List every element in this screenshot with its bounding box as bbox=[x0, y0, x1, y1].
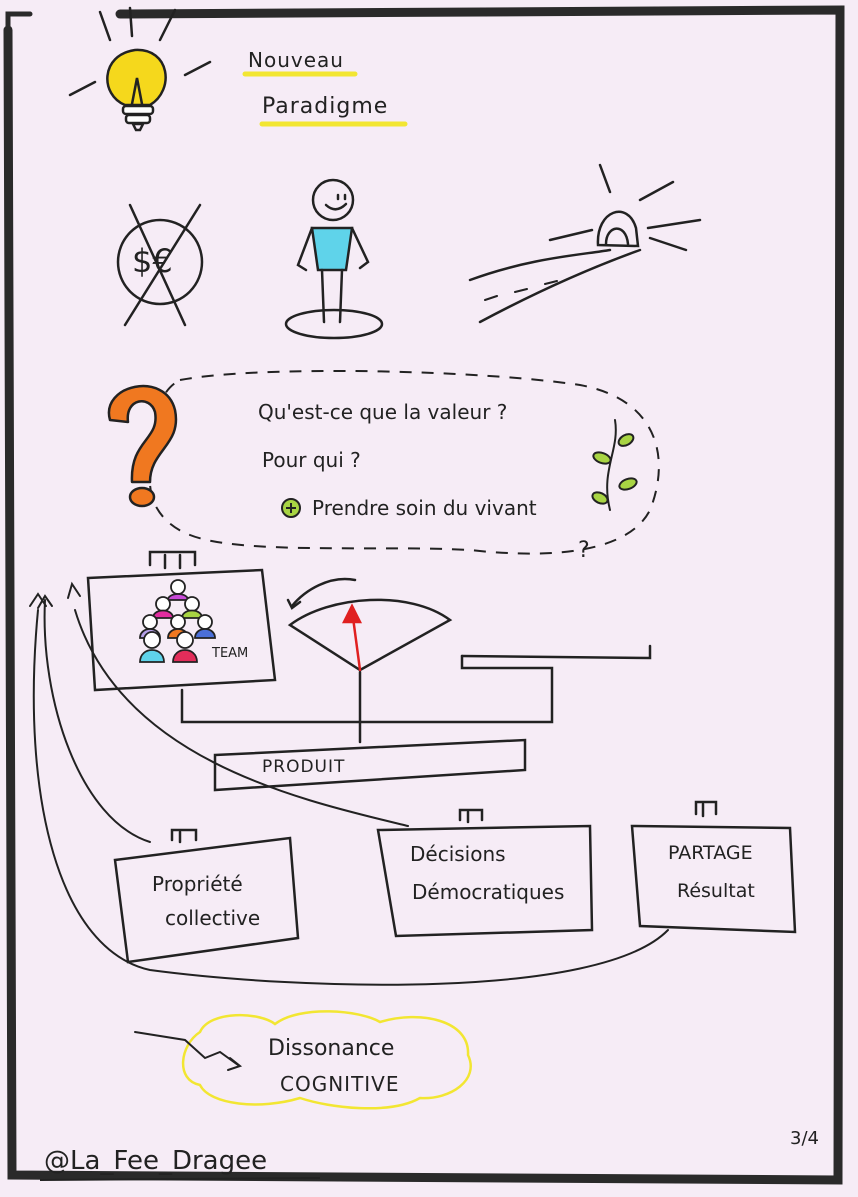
person-icon bbox=[284, 178, 384, 340]
lightbulb-icon bbox=[68, 6, 212, 132]
team-people-icon bbox=[139, 579, 216, 663]
page-number: 3/4 bbox=[790, 1128, 819, 1149]
decisions-line1: Décisions bbox=[410, 842, 506, 866]
dissonance-cloud bbox=[134, 1010, 472, 1110]
produit-label: PRODUIT bbox=[262, 757, 346, 777]
decisions-line2: Démocratiques bbox=[412, 880, 565, 904]
care-for-living: Prendre soin du vivant bbox=[312, 496, 537, 520]
weight-boxes bbox=[113, 800, 797, 964]
trailing-question-mark: ? bbox=[578, 538, 590, 563]
signature-underline bbox=[39, 1177, 321, 1181]
crossed-money-icon bbox=[116, 203, 204, 327]
question-for-whom: Pour qui ? bbox=[262, 448, 361, 472]
dissonance-line2: COGNITIVE bbox=[280, 1072, 400, 1096]
title-line2: Paradigme bbox=[262, 94, 389, 119]
partage-line2: Résultat bbox=[677, 880, 755, 902]
signature: @La_Fee_Dragee bbox=[44, 1146, 268, 1176]
team-label: TEAM bbox=[212, 646, 249, 661]
thought-bubble bbox=[149, 369, 660, 555]
question-value: Qu'est-ce que la valeur ? bbox=[258, 400, 508, 424]
propriete-line2: collective bbox=[165, 906, 261, 930]
dissonance-line1: Dissonance bbox=[268, 1036, 395, 1061]
plus-icon bbox=[281, 498, 301, 518]
feedback-arrows bbox=[29, 581, 669, 986]
balance-scale bbox=[86, 550, 652, 792]
question-mark-icon bbox=[107, 385, 178, 508]
page-frame bbox=[3, 5, 845, 1185]
propriete-line1: Propriété bbox=[152, 872, 243, 896]
partage-line1: PARTAGE bbox=[668, 842, 753, 864]
title-highlights bbox=[242, 71, 408, 127]
plant-icon bbox=[591, 419, 638, 511]
tunnel-road-icon bbox=[468, 163, 702, 324]
money-symbol: $€ bbox=[132, 242, 173, 280]
title-line1: Nouveau bbox=[248, 48, 344, 72]
